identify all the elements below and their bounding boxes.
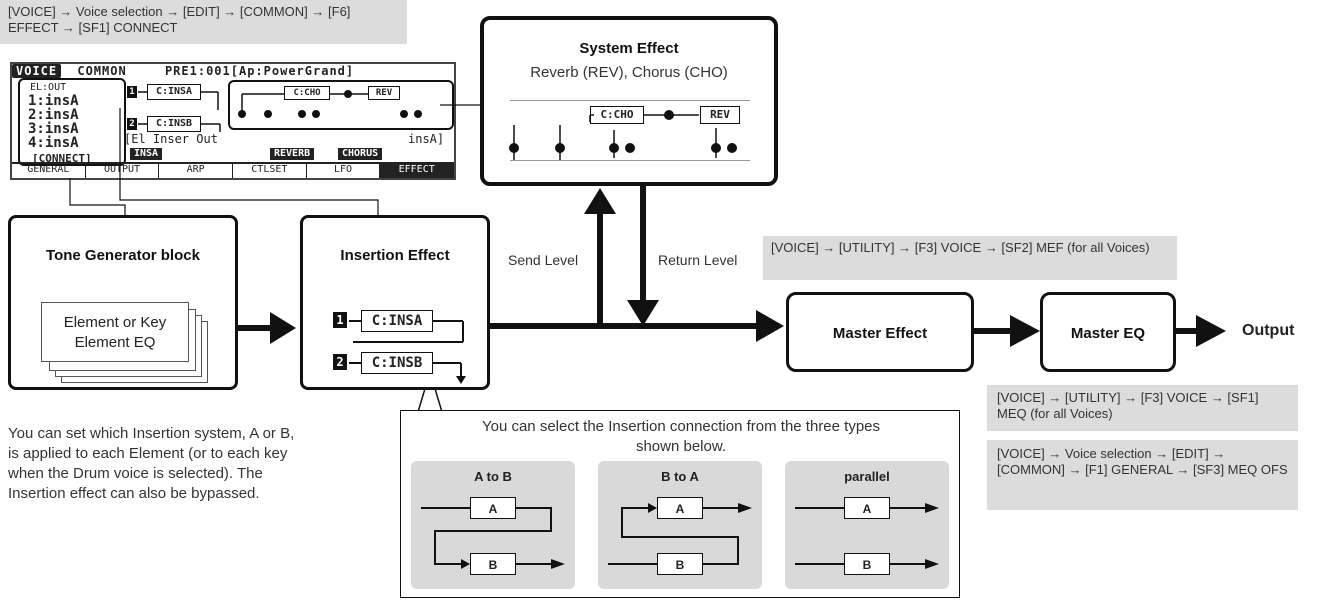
lcd-tab[interactable]: CTLSET [233, 164, 307, 178]
lcd-insb-box: C:INSB [147, 116, 201, 132]
b-to-a-wires [608, 503, 752, 565]
return-level-label: Return Level [658, 252, 738, 268]
lcd-tab[interactable]: GENERAL [12, 164, 86, 178]
element-card: Element or Key Element EQ [41, 302, 189, 362]
lcd-tab[interactable]: OUTPUT [86, 164, 160, 178]
connection-parallel[interactable]: parallel A B [785, 461, 949, 589]
lcd-screen: VOICE COMMON PRE1:001[Ap:PowerGrand] EL:… [10, 62, 456, 180]
system-rev-box: REV [700, 106, 740, 124]
lcd-tab-active[interactable]: EFFECT [380, 164, 454, 178]
lcd-reverb-tab[interactable]: REVERB [270, 148, 315, 160]
system-effect-divider-bottom [510, 160, 750, 161]
lcd-connect-label: [CONNECT] [32, 152, 92, 165]
connect-path-note: [VOICE] → Voice selection → [EDIT] → [CO… [0, 0, 407, 44]
lcd-mid-text: [El Inser Out [124, 132, 218, 146]
lcd-title-bar: VOICE COMMON PRE1:001[Ap:PowerGrand] [12, 64, 454, 78]
connection-type-title: parallel [844, 469, 890, 484]
system-effect-wires [509, 110, 737, 160]
mef-path-note: [VOICE] → [UTILITY] → [F3] VOICE → [SF2]… [763, 236, 1177, 280]
insertion-insb-box: C:INSB [361, 352, 433, 374]
send-level-arrowhead [584, 188, 616, 214]
tone-generator-title: Tone Generator block [46, 247, 200, 264]
a-to-b-wires [421, 507, 565, 569]
return-level-arrowhead [627, 300, 659, 326]
system-effect-box: System Effect Reverb (REV), Chorus (CHO)… [480, 16, 778, 186]
lcd-system-wires [238, 90, 422, 118]
connection-type-title: A to B [474, 469, 512, 484]
system-effect-divider-top [510, 100, 750, 101]
insertion-insa-box: C:INSA [361, 310, 433, 332]
insertion-badge-1: 1 [333, 312, 347, 328]
parallel-wires [795, 503, 939, 569]
lcd-insa-tab[interactable]: INSA [130, 148, 163, 160]
effect-a-box: A [470, 497, 516, 519]
connection-type-title: B to A [661, 469, 699, 484]
lcd-insertion-wires [138, 91, 221, 132]
effect-a-box: A [844, 497, 890, 519]
connection-intro: You can select the Insertion connection … [481, 418, 881, 455]
system-effect-subtitle: Reverb (REV), Chorus (CHO) [530, 64, 728, 81]
to-master-effect-arrowhead [756, 310, 784, 342]
insertion-effect-title: Insertion Effect [340, 247, 450, 264]
master-effect-box: Master Effect [786, 292, 974, 372]
to-master-eq-arrowhead [1010, 315, 1040, 347]
insertion-badge-2: 2 [333, 354, 347, 370]
lcd-el-row[interactable]: 2:insA [28, 107, 79, 123]
lcd-el-column-frame [18, 78, 126, 166]
lcd-tab[interactable]: LFO [307, 164, 381, 178]
send-level-wire [597, 210, 603, 326]
effect-b-box: B [657, 553, 703, 575]
to-output-arrowhead [1196, 315, 1226, 347]
tg-to-insertion-wire [238, 325, 278, 331]
lcd-rev-box: REV [368, 86, 400, 100]
mef-to-meq-wire [974, 328, 1014, 334]
lcd-badge-1: 1 [127, 86, 137, 98]
lcd-insa-box: C:INSA [147, 84, 201, 100]
meq-ofs-path-note: [VOICE] → Voice selection → [EDIT] → [CO… [987, 440, 1298, 510]
lcd-chorus-tab[interactable]: CHORUS [338, 148, 383, 160]
lcd-tab[interactable]: ARP [159, 164, 234, 178]
lcd-badge-2: 2 [127, 118, 137, 130]
lcd-el-row[interactable]: 3:insA [28, 121, 79, 137]
connection-a-to-b[interactable]: A to B A B [411, 461, 575, 589]
insertion-wires [349, 320, 466, 384]
connection-types-box: You can select the Insertion connection … [400, 410, 960, 598]
meq-to-output-wire [1176, 328, 1198, 334]
effect-b-box: B [470, 553, 516, 575]
connection-b-to-a[interactable]: B to A A B [598, 461, 762, 589]
tg-to-insertion-arrowhead [270, 312, 296, 344]
effect-a-box: A [657, 497, 703, 519]
output-label: Output [1242, 322, 1295, 339]
send-level-label: Send Level [508, 252, 579, 268]
system-effect-title: System Effect [579, 40, 679, 57]
tone-generator-box: Tone Generator block Element or Key Elem… [8, 215, 238, 390]
insertion-effect-box: Insertion Effect 1 C:INSA 2 C:INSB [300, 215, 490, 390]
lcd-right-text: insA] [408, 132, 445, 146]
lcd-voice-name: PRE1:001[Ap:PowerGrand] [164, 64, 355, 78]
return-level-wire [640, 186, 646, 302]
lcd-mode-tag: VOICE [12, 64, 62, 78]
master-eq-title: Master EQ [1070, 325, 1146, 342]
insertion-note: You can set which Insertion system, A or… [8, 425, 295, 502]
meq-path-note: [VOICE] → [UTILITY] → [F3] VOICE → [SF1]… [987, 385, 1298, 431]
lcd-el-row[interactable]: 1:insA [28, 93, 79, 109]
main-signal-wire [490, 323, 760, 329]
master-eq-box: Master EQ [1040, 292, 1176, 372]
lcd-el-row[interactable]: 4:insA [28, 135, 79, 151]
master-effect-title: Master Effect [832, 325, 928, 342]
lcd-cho-box: C:CHO [284, 86, 330, 100]
lcd-mode-sub: COMMON [77, 64, 127, 78]
effect-b-box: B [844, 553, 890, 575]
lcd-tab-bar: GENERAL OUTPUT ARP CTLSET LFO EFFECT [12, 162, 454, 178]
lcd-el-out-label: EL:OUT [30, 82, 67, 93]
